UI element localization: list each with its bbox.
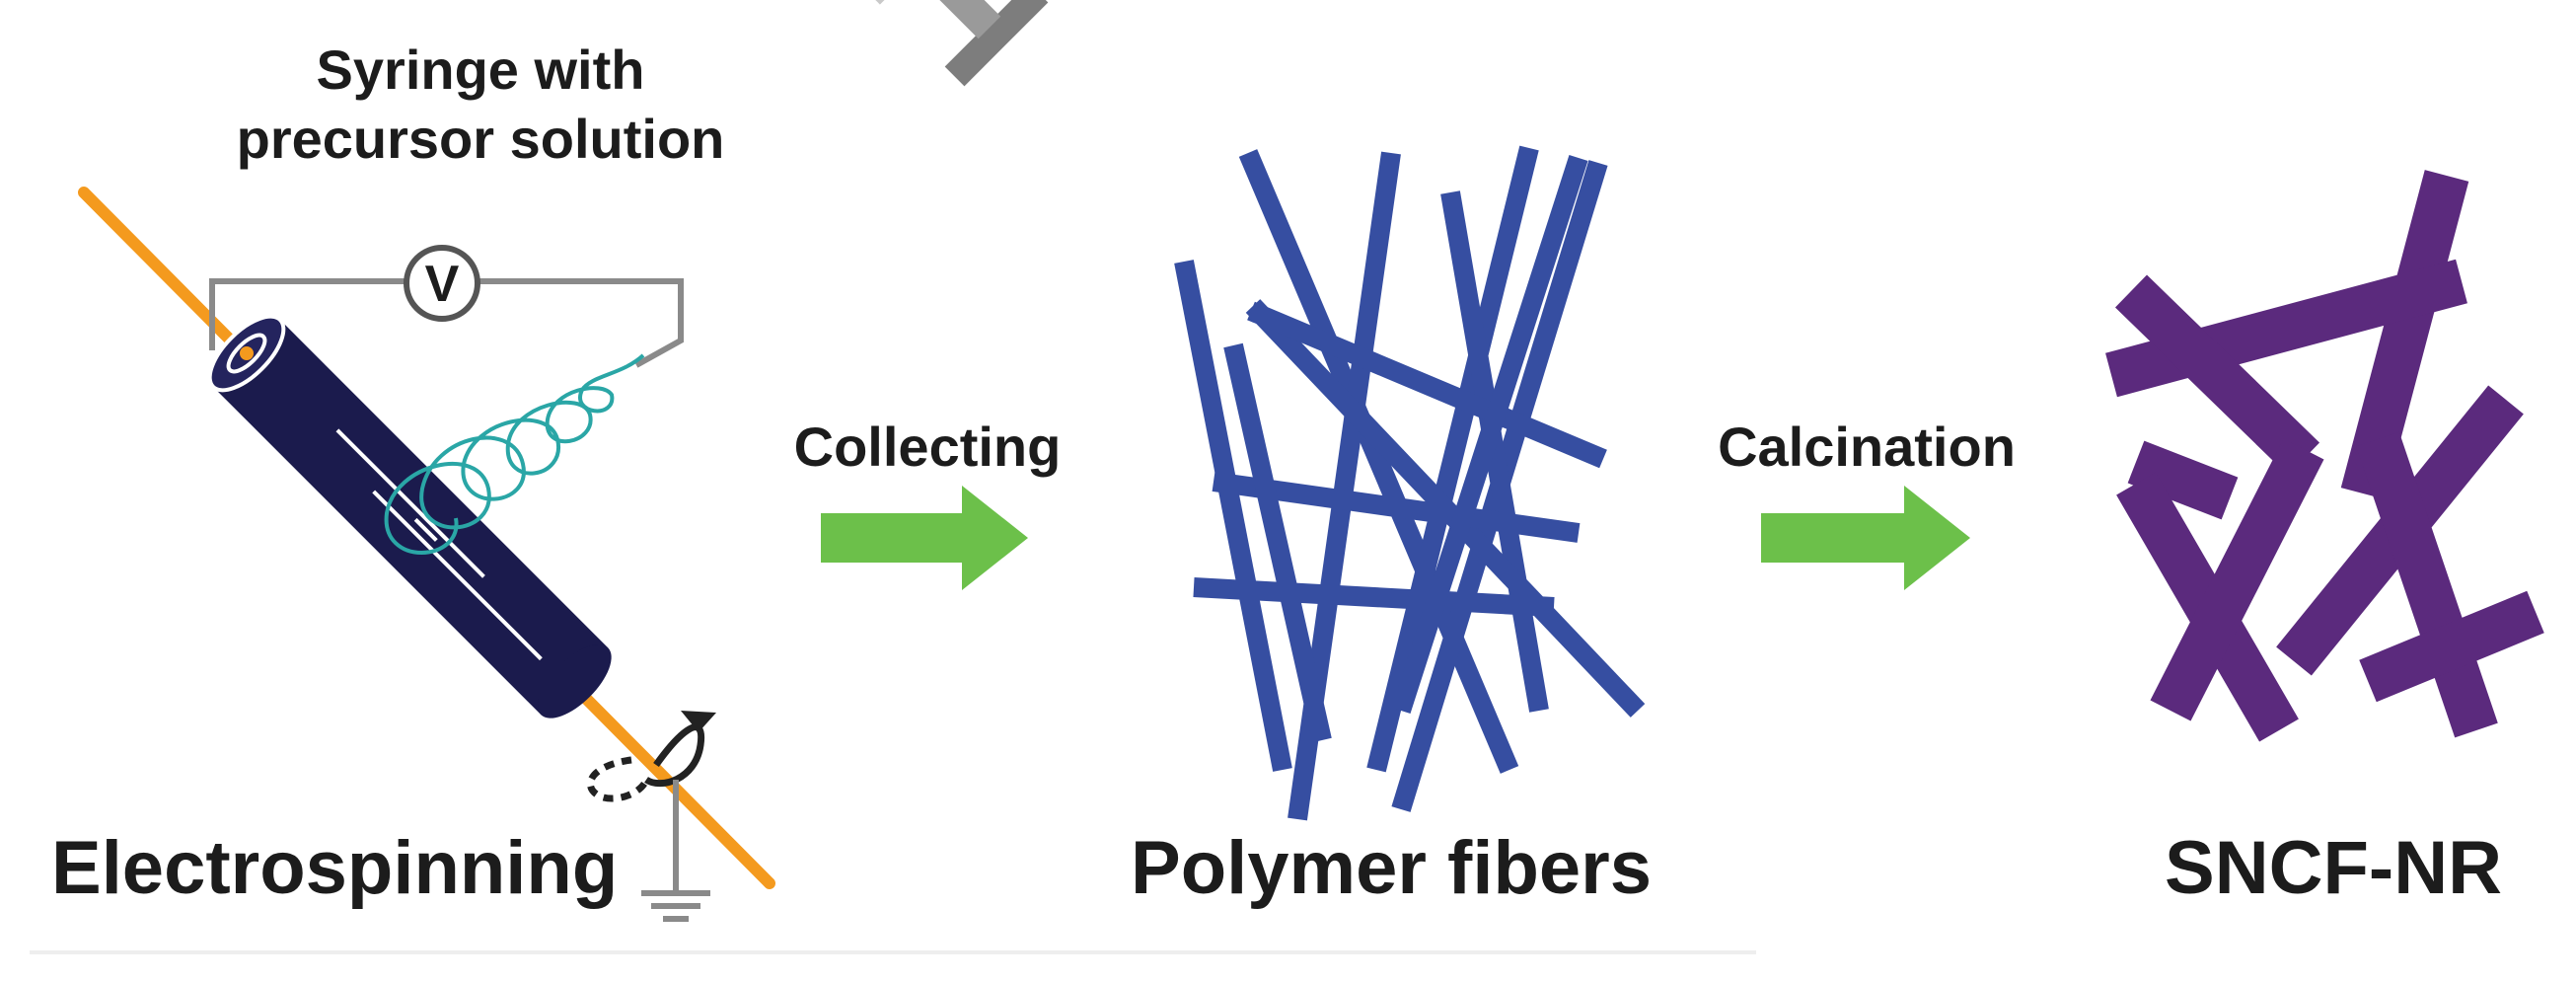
syringe-plunger-rod <box>901 0 1001 39</box>
rotation-arrow <box>644 723 705 788</box>
electrospinning-label: Electrospinning <box>51 826 618 910</box>
sncf-nr-rods <box>2105 170 2544 742</box>
polymer-fiber <box>1238 149 1519 774</box>
collector-fiber-streak <box>372 490 543 661</box>
electrospinning-apparatus: V <box>78 0 1049 922</box>
circuit-wire-right <box>478 278 684 368</box>
polymer-fiber <box>1366 145 1539 773</box>
polymer-fiber <box>1247 301 1607 469</box>
polymer-fiber <box>1174 260 1292 772</box>
collector-fiber-streak <box>413 517 438 542</box>
collector-axle-hub <box>240 346 254 360</box>
syringe <box>864 0 1049 87</box>
polymer-fiber <box>1223 342 1332 743</box>
polymer-fibers-label: Polymer fibers <box>1131 826 1652 910</box>
product-rod <box>2359 590 2544 703</box>
calcination-label: Calcination <box>1718 416 2016 478</box>
calcination-arrow <box>1761 486 1970 590</box>
polymer-fiber-mesh <box>1174 145 1646 821</box>
product-rod <box>2114 274 2320 476</box>
product-rod <box>2127 440 2239 520</box>
polymer-fiber <box>1391 154 1588 715</box>
polymer-fiber <box>1440 190 1549 713</box>
collector-body <box>213 320 609 716</box>
ground-symbol <box>641 780 710 922</box>
voltmeter-circle <box>404 245 480 322</box>
voltmeter: V <box>404 245 480 322</box>
voltmeter-symbol: V <box>425 256 460 313</box>
collecting-label: Collecting <box>794 416 1062 478</box>
product-rod <box>2150 438 2324 721</box>
product-label: SNCF-NR <box>2165 826 2502 910</box>
collecting-arrow <box>821 486 1028 590</box>
polymer-fiber <box>1193 577 1555 617</box>
circuit-wire-left <box>209 278 406 350</box>
collector-far-end <box>538 644 612 719</box>
rotation-arrow-dashed <box>587 756 650 802</box>
rotating-collector <box>207 314 612 719</box>
rotation-arrowhead <box>681 711 716 732</box>
syringe-label-line-1: Syringe with <box>317 38 645 101</box>
product-rod <box>2356 431 2498 738</box>
electrospinning-jet <box>384 353 645 555</box>
syringe-plunger-cap <box>944 0 1049 87</box>
syringe-label-line-2: precursor solution <box>237 108 725 170</box>
collector-fiber-streak <box>335 428 485 578</box>
